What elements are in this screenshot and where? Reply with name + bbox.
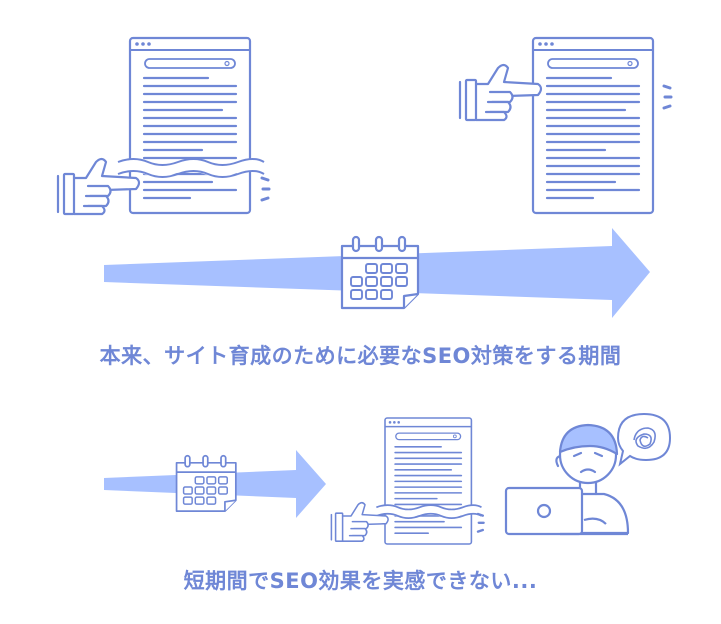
calendar-icon (175, 454, 237, 513)
document-icon (376, 417, 482, 545)
caption-bottom: 短期間でSEO効果を実感できない... (183, 569, 538, 593)
laptop-icon (504, 486, 628, 536)
calendar-icon (340, 235, 420, 310)
accent-dashes (476, 512, 485, 533)
accent-dashes (260, 176, 271, 202)
caption-top: 本来、サイト育成のために必要なSEO対策をする期間 (99, 344, 622, 368)
document-icon (117, 36, 265, 215)
document-icon (531, 36, 655, 215)
accent-dashes (662, 84, 673, 110)
pointing-hand-icon (458, 63, 543, 122)
thought-bubble-icon (616, 412, 672, 467)
